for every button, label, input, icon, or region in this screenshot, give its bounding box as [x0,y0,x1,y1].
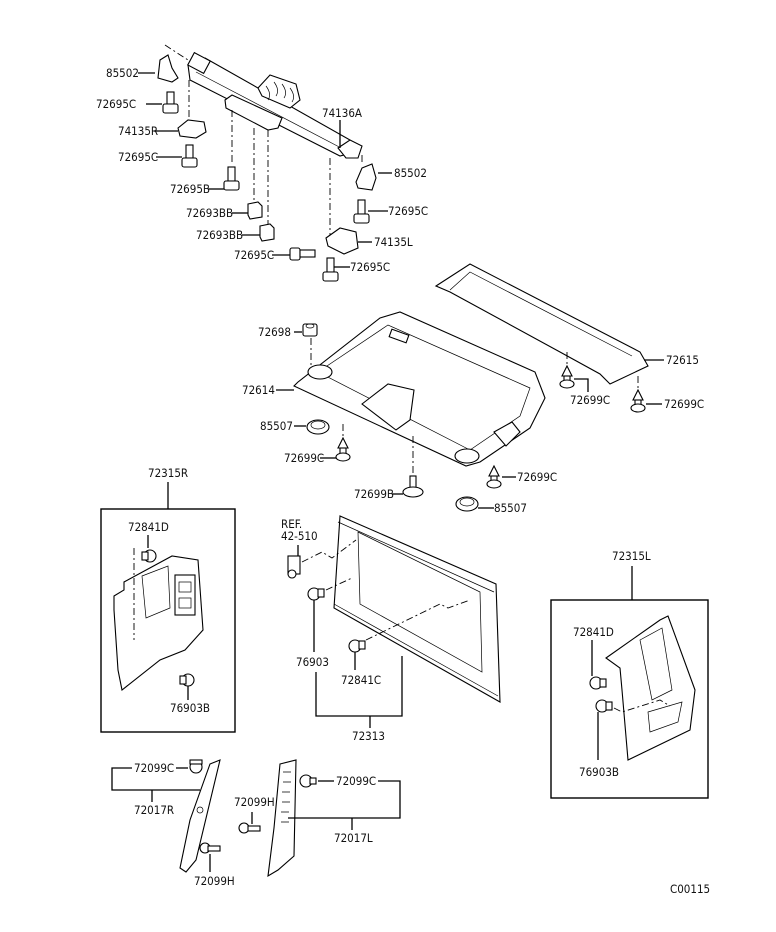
label-72017R: 72017R [134,803,174,817]
drawing-code: C00115 [670,882,710,896]
label-72841D-L: 72841D [573,625,614,639]
pillar-72017R[interactable] [179,759,221,873]
label-72313: 72313 [352,729,385,743]
label-72699C-2: 72699C [517,470,557,484]
clip-72099H-upper[interactable] [238,822,261,834]
label-85507-1: 85507 [260,419,293,433]
block-72693BB-2[interactable] [259,223,275,242]
bracket-85502-right[interactable] [355,163,377,191]
label-74135R: 74135R [118,124,158,138]
label-ref-line2: 42-510 [281,529,318,543]
label-72099C-R: 72099C [134,761,174,775]
rear-panel-72615[interactable] [434,263,649,385]
clip-74135L[interactable] [325,227,359,255]
grommet-85507-1[interactable] [306,419,330,435]
clip-72699C-4[interactable] [630,388,646,413]
label-72099C-L: 72099C [336,774,376,788]
label-72698: 72698 [258,325,291,339]
label-74135L: 74135L [374,235,413,249]
bolt-72695C-2[interactable] [181,144,198,168]
block-72693BB-1[interactable] [247,201,263,220]
window-panel-72313[interactable] [333,515,501,703]
label-72017L: 72017L [334,831,373,845]
label-72693BB-1: 72693BB [186,206,233,220]
label-72695C-5: 72695C [350,260,390,274]
label-72841D-R: 72841D [128,520,169,534]
label-72614: 72614 [242,383,275,397]
label-72695B: 72695B [170,182,210,196]
clip-72699C-1[interactable] [335,436,351,462]
label-85502-right: 85502 [394,166,427,180]
clip-72699B[interactable] [402,475,424,498]
label-72315L: 72315L [612,549,651,563]
label-74136A: 74136A [322,106,362,120]
clip-76903B-R[interactable] [179,673,195,687]
clip-72841D-L[interactable] [589,676,607,690]
clip-72841D-R[interactable] [141,549,157,563]
clip-72699C-3[interactable] [559,364,575,389]
clip-76903B-L[interactable] [595,699,613,713]
quarter-trim-72315R[interactable] [113,555,204,691]
clip-76903[interactable] [307,587,325,601]
label-72099H-2: 72099H [194,874,235,888]
bolt-72695C-4[interactable] [353,199,370,224]
ref-clip-42-510[interactable] [287,555,301,579]
quarter-trim-72315L[interactable] [605,615,696,761]
label-76903B-R: 76903B [170,701,210,715]
label-72699C-4: 72699C [664,397,704,411]
label-72695C-4: 72695C [388,204,428,218]
clip-72699C-2[interactable] [486,464,502,489]
label-76903B-L: 76903B [579,765,619,779]
label-72695C-2: 72695C [118,150,158,164]
label-72699C-1: 72699C [284,451,324,465]
bracket-85502-top[interactable] [157,54,179,83]
label-72695C-3: 72695C [234,248,274,262]
label-72699C-3: 72699C [570,393,610,407]
label-85507-2: 85507 [494,501,527,515]
grommet-85507-2[interactable] [455,496,479,512]
label-85502-top: 85502 [106,66,139,80]
label-72693BB-2: 72693BB [196,228,243,242]
bolt-72695C-5[interactable] [322,257,339,282]
label-72699B: 72699B [354,487,394,501]
pillar-72017L[interactable] [267,759,297,878]
label-72315R: 72315R [148,466,188,480]
bolt-72695C-3[interactable] [289,247,316,261]
clip-72841C[interactable] [348,639,366,653]
label-72841C: 72841C [341,673,381,687]
label-ref-line1: REF. [281,517,302,531]
bolt-72695B[interactable] [223,166,240,191]
clip-72099H-lower[interactable] [199,842,221,854]
clip-74135R[interactable] [177,119,207,139]
label-72695C-1: 72695C [96,97,136,111]
box-72315L [550,599,709,799]
box-72315R [100,508,236,733]
rail-74136A[interactable] [187,51,363,159]
bolt-72695C-1[interactable] [162,91,179,114]
label-72615: 72615 [666,353,699,367]
label-72099H-1: 72099H [234,795,275,809]
headliner-72614[interactable] [293,311,546,467]
label-76903: 76903 [296,655,329,669]
nut-72698[interactable] [302,323,318,337]
clip-72099C-R[interactable] [189,759,203,774]
clip-72099C-L[interactable] [299,774,317,788]
